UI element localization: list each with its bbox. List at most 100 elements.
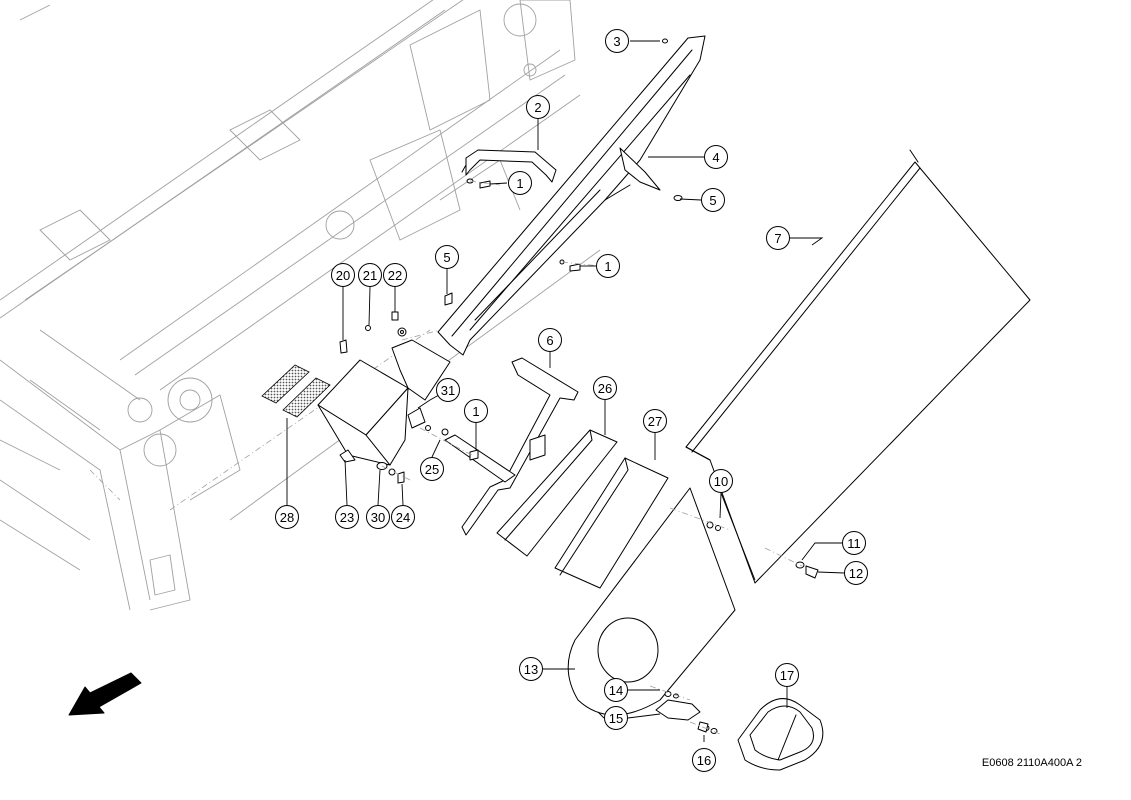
- callout-13: 13: [519, 657, 543, 681]
- callout-circle: [538, 328, 562, 352]
- callout-circle: [709, 469, 733, 493]
- callout-label: 15: [609, 711, 623, 726]
- callout-circle: [604, 678, 628, 702]
- callout-circle: [335, 505, 359, 529]
- callout-5: 5: [701, 188, 725, 212]
- callout-label: 26: [598, 381, 612, 396]
- callout-17: 17: [775, 663, 799, 687]
- large-cover-plate: [685, 149, 1031, 584]
- callout-label: 27: [648, 414, 662, 429]
- clip-part-15: [655, 699, 701, 721]
- leader-lines: [286, 40, 845, 742]
- callout-label: 17: [780, 668, 794, 683]
- callout-label: 22: [388, 268, 402, 283]
- callout-label: 1: [604, 259, 611, 274]
- cover-panel-27: [554, 457, 669, 589]
- callout-circle: [383, 263, 407, 287]
- callout-24: 24: [391, 505, 415, 529]
- callout-circle: [605, 29, 629, 53]
- callout-circle: [596, 254, 620, 278]
- callout-label: 2: [534, 100, 541, 115]
- callout-circle: [593, 376, 617, 400]
- callout-26: 26: [593, 376, 617, 400]
- hatched-pads-28: [261, 364, 331, 418]
- callout-label: 13: [524, 662, 538, 677]
- callout-circle: [842, 531, 866, 555]
- callout-label: 10: [714, 474, 728, 489]
- callout-circle: [391, 505, 415, 529]
- callout-label: 20: [336, 268, 350, 283]
- callout-circle: [775, 663, 799, 687]
- callout-25: 25: [420, 457, 444, 481]
- callout-label: 14: [609, 683, 623, 698]
- callout-16: 16: [692, 748, 716, 772]
- callout-circle: [643, 409, 667, 433]
- callout-1: 1: [508, 171, 532, 195]
- machine-frame-outline: [0, 0, 601, 611]
- callout-23: 23: [335, 505, 359, 529]
- box-part-23: [317, 339, 451, 466]
- callout-circle: [436, 378, 460, 402]
- callout-label: 24: [396, 510, 410, 525]
- callout-circle: [275, 505, 299, 529]
- callout-label: 12: [849, 566, 863, 581]
- callout-6: 6: [538, 328, 562, 352]
- callout-label: 30: [371, 510, 385, 525]
- callout-10: 10: [709, 469, 733, 493]
- callout-5: 5: [435, 245, 459, 269]
- guard-cap-17: [737, 698, 824, 771]
- callout-label: 16: [697, 753, 711, 768]
- callout-2: 2: [526, 95, 550, 119]
- callout-circle: [508, 171, 532, 195]
- callout-12: 12: [844, 561, 868, 585]
- support-bracket-frame: [444, 357, 579, 536]
- assembly-axis-lines: [381, 180, 803, 735]
- callout-label: 25: [425, 462, 439, 477]
- cover-panel-26: [496, 429, 618, 557]
- callout-circle: [604, 706, 628, 730]
- callout-circle: [766, 226, 790, 250]
- direction-arrow-icon: [68, 672, 142, 716]
- side-plate-13: [567, 487, 736, 716]
- callout-label: 31: [441, 383, 455, 398]
- callout-31: 31: [436, 378, 460, 402]
- callout-21: 21: [358, 263, 382, 287]
- callout-4: 4: [704, 145, 728, 169]
- callout-1: 1: [464, 399, 488, 423]
- callout-11: 11: [842, 531, 866, 555]
- callout-label: 28: [280, 510, 294, 525]
- callout-14: 14: [604, 678, 628, 702]
- callout-label: 11: [847, 536, 861, 551]
- callout-label: 1: [472, 404, 479, 419]
- callout-28: 28: [275, 505, 299, 529]
- callout-circle: [331, 263, 355, 287]
- callout-circle: [692, 748, 716, 772]
- callout-circle: [435, 245, 459, 269]
- main-channel-part: [437, 35, 706, 356]
- callout-15: 15: [604, 706, 628, 730]
- callout-circle: [366, 505, 390, 529]
- callout-label: 5: [709, 193, 716, 208]
- callout-circle: [464, 399, 488, 423]
- callout-label: 21: [363, 268, 377, 283]
- callout-label: 7: [774, 231, 781, 246]
- callout-3: 3: [605, 29, 629, 53]
- callout-label: 6: [546, 333, 553, 348]
- drawing-code: E0608 2110A400A 2: [982, 757, 1082, 769]
- callout-circle: [358, 263, 382, 287]
- callout-label: 1: [516, 176, 523, 191]
- callout-20: 20: [331, 263, 355, 287]
- callout-30: 30: [366, 505, 390, 529]
- callout-label: 5: [443, 250, 450, 265]
- callout-27: 27: [643, 409, 667, 433]
- callout-circle: [420, 457, 444, 481]
- small-bracket-part: [461, 149, 557, 183]
- callout-22: 22: [383, 263, 407, 287]
- callout-circle: [844, 561, 868, 585]
- callout-circle: [704, 145, 728, 169]
- callout-label: 3: [613, 34, 620, 49]
- callout-circle: [519, 657, 543, 681]
- callout-label: 23: [340, 510, 354, 525]
